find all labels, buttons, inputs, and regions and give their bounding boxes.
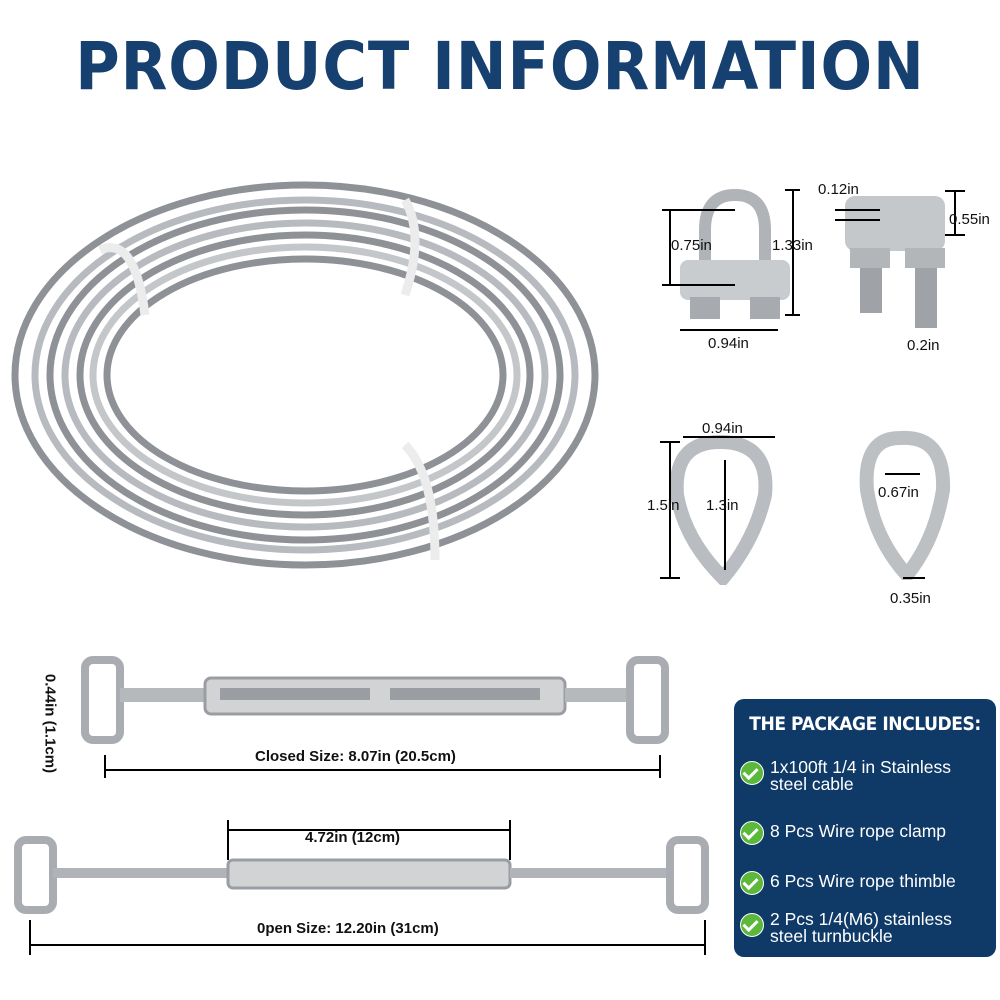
cable-coil-image — [11, 181, 599, 569]
wire-rope-thimble-side-image — [859, 430, 951, 580]
package-item-text: 8 Pcs Wire rope clamp — [770, 821, 947, 841]
open-size-label: 0pen Size: 12.20in (31cm) — [257, 920, 439, 937]
clamp-inner-height-label: 0.75in — [671, 237, 712, 254]
package-includes-panel: THE PACKAGE INCLUDES: 1x100ft 1/4 in Sta… — [734, 699, 996, 957]
check-icon — [740, 871, 764, 895]
closed-size-label: Closed Size: 8.07in (20.5cm) — [255, 748, 456, 765]
closed-turnbuckle-image — [81, 656, 669, 778]
package-item-text-2: steel cable — [770, 774, 854, 794]
package-item-text-2: steel turnbuckle — [770, 926, 893, 946]
open-turnbuckle-image — [14, 820, 709, 955]
clamp-base-height-label: 0.55in — [949, 211, 990, 228]
clamp-height-label: 1.33in — [772, 237, 813, 254]
package-item-text: 6 Pcs Wire rope thimble — [770, 871, 956, 891]
check-icon — [740, 761, 764, 785]
package-item: 6 Pcs Wire rope thimble — [740, 869, 956, 895]
thimble-inner-height-label: 1.3in — [706, 497, 739, 514]
thimble-height-label: 1.5in — [647, 497, 680, 514]
clamp-bolt-label: 0.2in — [907, 337, 940, 354]
wire-rope-clamp-side-image — [835, 190, 965, 328]
wire-rope-clamp-image — [662, 188, 800, 331]
thimble-groove-label: 0.35in — [890, 590, 931, 607]
package-item: 8 Pcs Wire rope clamp — [740, 819, 946, 845]
wire-rope-thimble-image — [660, 434, 775, 585]
package-item-text: 2 Pcs 1/4(M6) stainless — [770, 909, 952, 929]
thimble-width-label: 0.94in — [702, 420, 743, 437]
body-length-label: 4.72in (12cm) — [305, 829, 401, 846]
thimble-inner-width-label: 0.67in — [878, 484, 919, 501]
package-heading: THE PACKAGE INCLUDES: — [749, 713, 981, 735]
jaw-width-label: 0.44in (1.1cm) — [41, 673, 59, 774]
clamp-gap-label: 0.12in — [818, 181, 859, 198]
page-title: PRODUCT INFORMATION — [75, 28, 925, 105]
clamp-width-label: 0.94in — [708, 335, 749, 352]
package-item-text: 1x100ft 1/4 in Stainless — [770, 757, 951, 777]
check-icon — [740, 821, 764, 845]
jaw-width-label-wrap: 0.44in (1.1cm) — [30, 650, 70, 800]
check-icon — [740, 913, 764, 937]
